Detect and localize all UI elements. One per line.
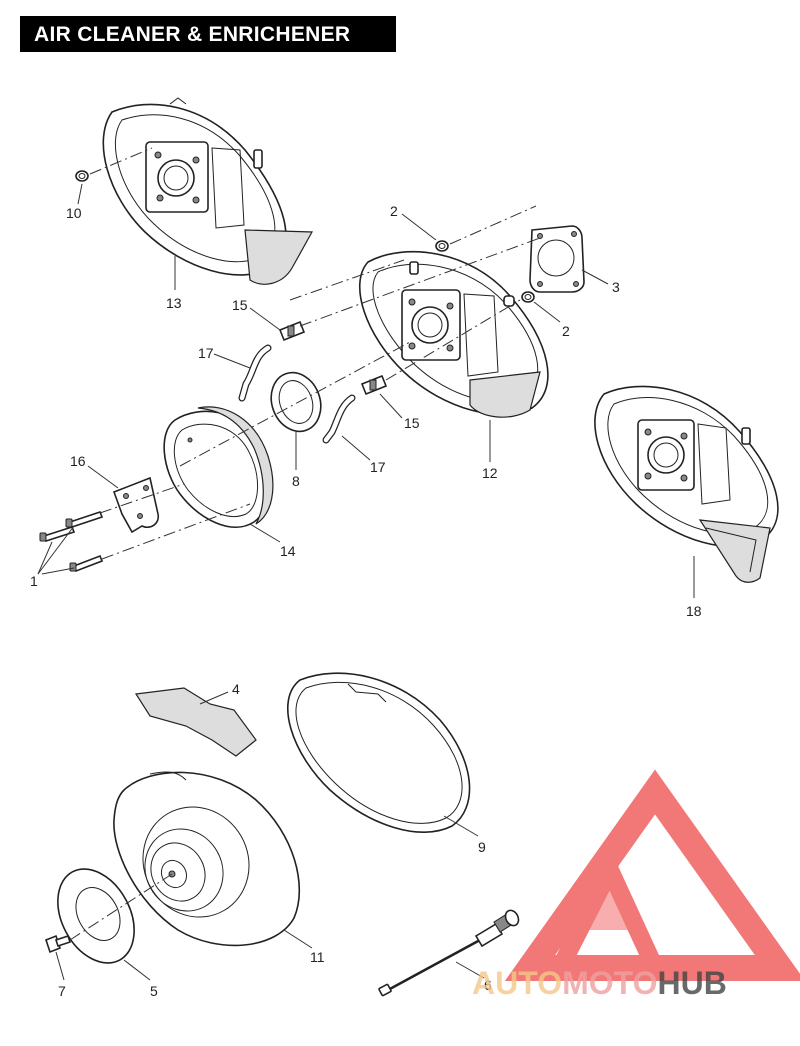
- part-15-breather-fitting-lower: [360, 374, 388, 396]
- svg-text:AUTOMOTOHUB: AUTOMOTOHUB: [472, 965, 727, 1001]
- callout-2-upper: 2: [390, 203, 398, 219]
- callout-16: 16: [70, 453, 86, 469]
- callout-2-lower: 2: [562, 323, 570, 339]
- watermark-wordmark: AUTOMOTOHUB: [472, 965, 727, 1001]
- part-14-filter-element: [163, 406, 274, 528]
- callout-14: 14: [280, 543, 296, 559]
- watermark-part-moto: MOTO: [562, 965, 657, 1001]
- callout-15-lower: 15: [404, 415, 420, 431]
- callout-17-upper: 17: [198, 345, 214, 361]
- callout-4: 4: [232, 681, 240, 697]
- part-1-screw-upper: [39, 526, 76, 542]
- part-13-backplate: [102, 97, 314, 285]
- part-2-o-ring-lower: [521, 291, 535, 303]
- callout-12: 12: [482, 465, 498, 481]
- leader-lines: [37, 183, 695, 981]
- part-15-breather-fitting-upper: [278, 320, 306, 342]
- assembly-axis-lines: [69, 147, 541, 941]
- callout-11: 11: [310, 949, 325, 965]
- callout-1: 1: [30, 573, 38, 589]
- callout-17-lower: 17: [370, 459, 386, 475]
- part-6-enrichener-cable: [378, 909, 520, 997]
- part-5-trim-plate: [57, 868, 135, 964]
- part-3-gasket: [529, 225, 585, 293]
- callout-3: 3: [612, 279, 620, 295]
- callout-13: 13: [166, 295, 182, 311]
- part-17-hose-lower: [322, 394, 356, 444]
- part-9-seal: [286, 672, 471, 833]
- part-18-backplate: [594, 385, 779, 583]
- callout-labels: 10 13 2 3 2 15 17 15 17 8 12 16 14 1 18 …: [30, 203, 702, 999]
- part-2-o-ring-upper: [435, 240, 449, 252]
- callout-10: 10: [66, 205, 82, 221]
- part-8-gasket: [270, 371, 322, 433]
- callout-8: 8: [292, 473, 300, 489]
- part-1-screw-lower: [69, 554, 104, 573]
- part-16-bracket: [112, 476, 160, 534]
- callout-18: 18: [686, 603, 702, 619]
- part-10-plug: [75, 170, 89, 182]
- part-17-hose-upper: [238, 344, 272, 402]
- callout-6: 6: [484, 977, 492, 993]
- part-11-cover: [113, 771, 301, 947]
- watermark-part-hub: HUB: [657, 965, 726, 1001]
- part-12-backplate: [359, 250, 549, 418]
- callout-9: 9: [478, 839, 486, 855]
- part-7-bolt: [45, 934, 72, 954]
- watermark-logo-icon: [504, 769, 800, 981]
- callout-5: 5: [150, 983, 158, 999]
- callout-15-upper: 15: [232, 297, 248, 313]
- part-4-insert: [134, 687, 257, 757]
- page-title: AIR CLEANER & ENRICHENER: [20, 16, 396, 52]
- watermark-part-auto: AUTO: [472, 965, 562, 1001]
- callout-7: 7: [58, 983, 66, 999]
- part-1-screw-middle: [65, 511, 104, 528]
